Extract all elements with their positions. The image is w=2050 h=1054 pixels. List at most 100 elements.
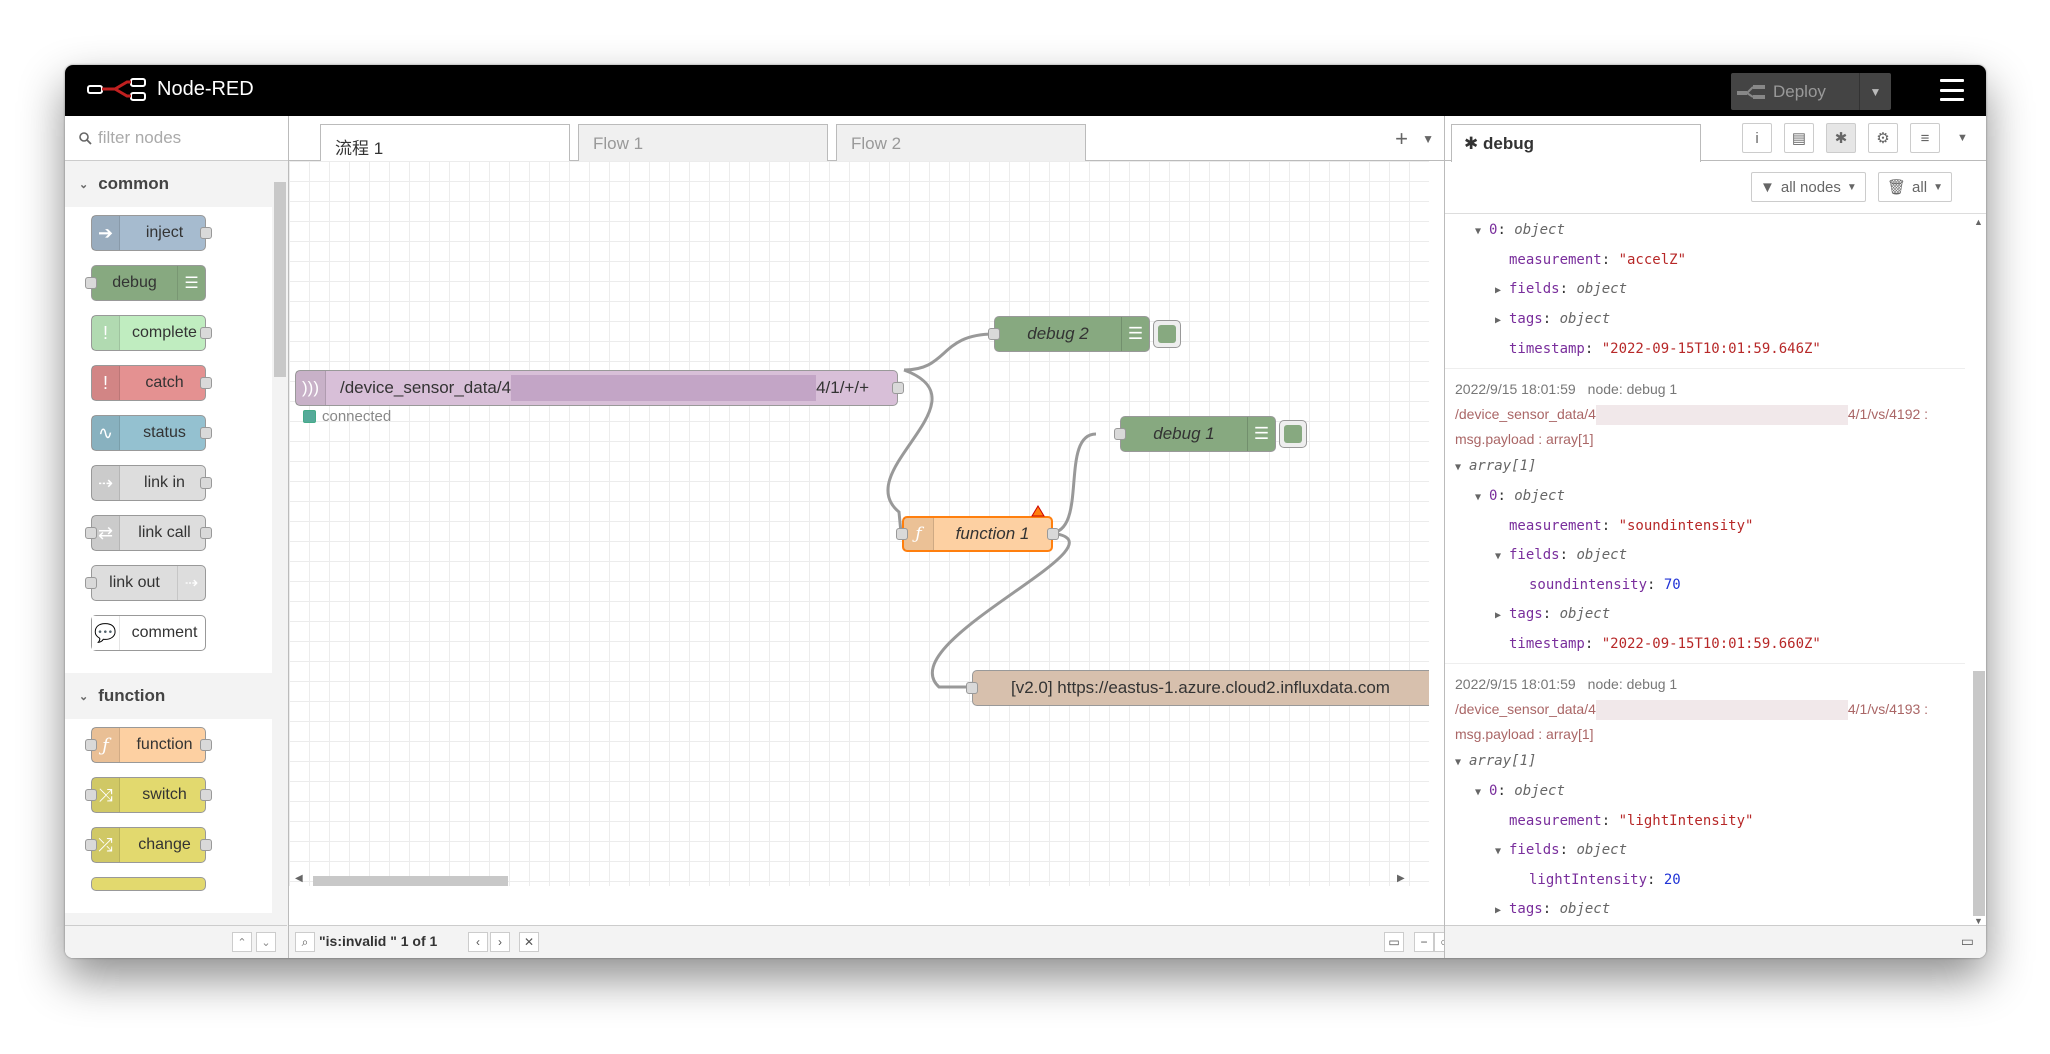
palette-node-link-out[interactable]: link out ⇢ xyxy=(85,565,206,601)
tab-debug[interactable]: ✱ debug xyxy=(1451,124,1701,162)
influxdb-out-node[interactable]: [v2.0] https://eastus-1.azure.cloud2.inf… xyxy=(966,670,1429,706)
debug-property-row[interactable]: ▼0: object xyxy=(1445,216,1965,246)
main-menu-icon[interactable] xyxy=(1940,79,1964,101)
palette-node-complete[interactable]: ! complete xyxy=(91,315,212,351)
debug1-toggle-button[interactable] xyxy=(1279,420,1307,448)
expanded-caret-icon[interactable]: ▼ xyxy=(1475,226,1482,237)
collapsed-caret-icon[interactable]: ▶ xyxy=(1495,610,1502,621)
scroll-right-icon[interactable]: ▶ xyxy=(1397,873,1405,884)
palette-node-function[interactable]: ƒ function xyxy=(85,727,212,763)
scroll-left-icon[interactable]: ◀ xyxy=(295,873,303,884)
debug-property-row[interactable]: ▼fields: object xyxy=(1445,541,1965,571)
canvas-scrollbar[interactable] xyxy=(1429,161,1444,886)
context-data-icon[interactable]: ≡ xyxy=(1910,123,1940,153)
clear-messages-dropdown[interactable]: 🗑 all ▼ xyxy=(1878,172,1952,202)
expanded-caret-icon[interactable]: ▼ xyxy=(1495,846,1502,857)
debug-property-row[interactable]: ▼0: object xyxy=(1445,482,1965,512)
debug-property-row[interactable]: ▼0: object xyxy=(1445,777,1965,807)
input-port[interactable] xyxy=(896,528,908,540)
expanded-caret-icon[interactable]: ▼ xyxy=(1475,787,1482,798)
add-flow-icon[interactable]: + xyxy=(1395,126,1408,151)
input-port[interactable] xyxy=(1114,428,1126,440)
output-port[interactable] xyxy=(1047,528,1059,540)
palette-node-catch[interactable]: ! catch xyxy=(91,365,212,401)
search-icon[interactable]: ⌕ xyxy=(295,932,315,952)
palette-node-change[interactable]: ⤮ change xyxy=(85,827,212,863)
palette-node-debug[interactable]: debug ☰ xyxy=(85,265,206,301)
function1-node[interactable]: ƒ function 1 xyxy=(896,516,1059,552)
expanded-caret-icon[interactable]: ▼ xyxy=(1475,492,1482,503)
canvas-horizontal-scroll-thumb[interactable] xyxy=(313,876,508,886)
mqtt-in-node[interactable]: ))) /device_sensor_data/4 4/1/+/+ xyxy=(295,370,904,406)
palette-node-link-in[interactable]: ⇢ link in xyxy=(91,465,212,501)
wires xyxy=(886,332,1097,689)
palette-category-function[interactable]: ⌄ function xyxy=(65,673,287,719)
palette-node-status[interactable]: ∿ status xyxy=(91,415,212,451)
output-port[interactable] xyxy=(892,382,904,394)
message-node-link[interactable]: node: debug 1 xyxy=(1587,381,1678,397)
palette-search-input[interactable]: filter nodes xyxy=(65,116,288,161)
navigator-map-icon[interactable]: ▭ xyxy=(1384,932,1404,952)
config-gear-icon[interactable]: ⚙ xyxy=(1868,123,1898,153)
expand-all-icon[interactable]: ⌄ xyxy=(256,932,276,952)
property-number-value: 20 xyxy=(1663,872,1681,888)
palette-node-comment[interactable]: 💬 comment xyxy=(91,615,206,651)
debug-property-row[interactable]: ▶fields: object xyxy=(1445,275,1965,305)
collapsed-caret-icon[interactable]: ▶ xyxy=(1495,315,1502,326)
next-result-icon[interactable]: › xyxy=(490,932,510,952)
toggle-sidebar-icon[interactable]: ▭ xyxy=(1960,933,1974,949)
palette-node-inject[interactable]: ➔ inject xyxy=(91,215,212,251)
debug-scroll-thumb[interactable] xyxy=(1973,671,1985,916)
filter-nodes-dropdown[interactable]: ▼ all nodes ▼ xyxy=(1751,172,1866,202)
debug-bug-icon[interactable]: ✱ xyxy=(1826,123,1856,153)
property-key: fields xyxy=(1509,281,1560,297)
expanded-caret-icon[interactable]: ▼ xyxy=(1455,757,1462,768)
collapse-all-icon[interactable]: ⌃ xyxy=(232,932,252,952)
debug1-node[interactable]: debug 1 ☰ xyxy=(1114,416,1276,452)
expanded-caret-icon[interactable]: ▼ xyxy=(1495,551,1502,562)
debug-property-row: lightIntensity: 20 xyxy=(1529,872,1681,888)
input-port[interactable] xyxy=(988,328,1000,340)
debug-property-row[interactable]: ▼fields: object xyxy=(1445,836,1965,866)
collapsed-caret-icon[interactable]: ▶ xyxy=(1495,905,1502,916)
previous-result-icon[interactable]: ‹ xyxy=(468,932,488,952)
input-port[interactable] xyxy=(966,682,978,694)
output-port xyxy=(200,477,212,489)
debug-property-row[interactable]: ▼array[1] xyxy=(1445,747,1965,777)
palette-node-switch[interactable]: ⤨ switch xyxy=(85,777,212,813)
zoom-out-icon[interactable]: − xyxy=(1414,932,1434,952)
debug-property-row[interactable]: ▶tags: object xyxy=(1445,305,1965,335)
debug-property-row[interactable]: ▶tags: object xyxy=(1445,600,1965,630)
tab-flow-1[interactable]: Flow 1 xyxy=(578,124,828,162)
debug2-toggle-button[interactable] xyxy=(1153,320,1181,348)
property-key: timestamp xyxy=(1509,636,1585,652)
message-node-link[interactable]: node: debug 1 xyxy=(1587,676,1678,692)
deploy-menu-caret-icon[interactable]: ▼ xyxy=(1859,73,1891,110)
scroll-down-icon[interactable]: ▼ xyxy=(1974,916,1983,926)
tab-flow-1-cn[interactable]: 流程 1 xyxy=(320,124,570,163)
palette-node-link-call[interactable]: ⇄ link call xyxy=(85,515,212,551)
scroll-up-icon[interactable]: ▲ xyxy=(1974,217,1983,227)
debug1-label: debug 1 xyxy=(1153,424,1215,443)
close-search-icon[interactable]: ✕ xyxy=(519,932,539,952)
palette-category-common[interactable]: ⌄ common xyxy=(65,161,287,207)
workspace-canvas[interactable]: ))) /device_sensor_data/4 4/1/+/+ connec… xyxy=(289,161,1429,886)
tab-flow-2[interactable]: Flow 2 xyxy=(836,124,1086,162)
info-icon[interactable]: i xyxy=(1742,123,1772,153)
wire-mqtt-function xyxy=(886,368,934,534)
palette-scroll-thumb[interactable] xyxy=(274,182,286,377)
debug-property-row[interactable]: ▶tags: object xyxy=(1445,895,1965,924)
help-book-icon[interactable]: ▤ xyxy=(1784,123,1814,153)
sidebar-menu-caret-icon[interactable]: ▼ xyxy=(1957,132,1968,144)
expanded-caret-icon[interactable]: ▼ xyxy=(1455,462,1462,473)
debug-property-row[interactable]: ▼array[1] xyxy=(1445,452,1965,482)
deploy-button[interactable]: Deploy ▼ xyxy=(1731,73,1891,110)
collapsed-caret-icon[interactable]: ▶ xyxy=(1495,285,1502,296)
node-label: status xyxy=(143,424,186,441)
tab-list-caret-icon[interactable]: ▼ xyxy=(1422,132,1434,146)
debug2-node[interactable]: debug 2 ☰ xyxy=(988,316,1150,352)
warning-triangle-icon xyxy=(1031,505,1045,517)
mqtt-topic-start: /device_sensor_data/4 xyxy=(340,378,512,397)
